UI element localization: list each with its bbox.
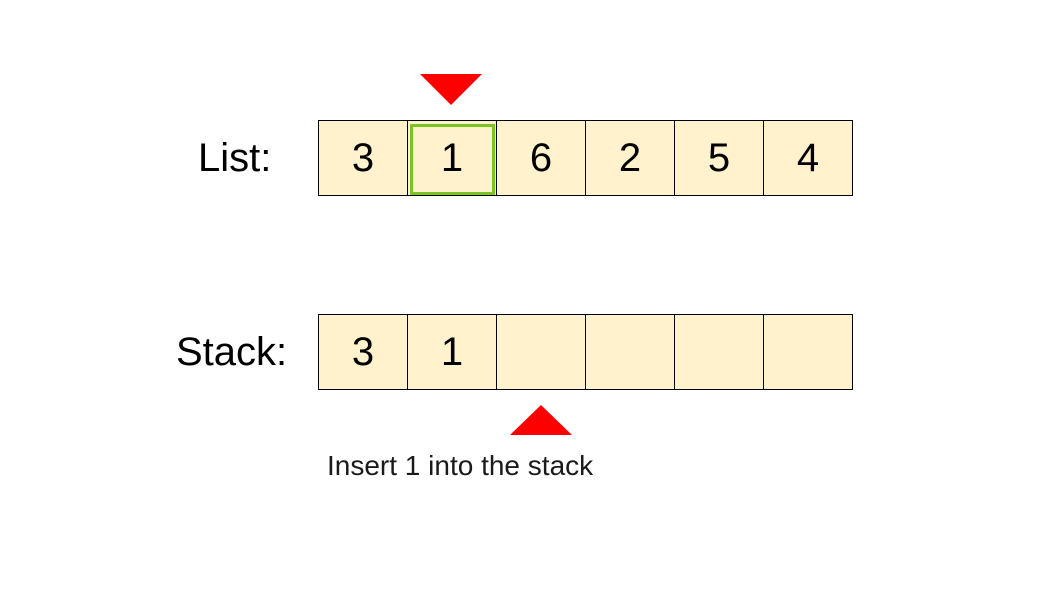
stack-cell-value: 3 [351,329,375,374]
stack-cell: 3 [319,314,408,390]
stack-cell [497,314,586,390]
list-cell-value: 4 [796,135,820,180]
stack-cell [675,314,764,390]
list-cell: 3 [319,120,408,196]
list-cell-value: 1 [440,135,464,180]
step-caption: Insert 1 into the stack [327,450,594,481]
list-cell: 4 [764,120,853,196]
stack-array: 3 1 [318,314,853,390]
list-array: 3 1 6 2 5 4 [318,120,853,196]
list-cell: 6 [497,120,586,196]
list-cell: 5 [675,120,764,196]
list-cell-value: 6 [529,135,553,180]
stack-cell [764,314,853,390]
list-cell: 2 [586,120,675,196]
stack-cell-value: 1 [440,329,464,374]
stack-cell: 1 [408,314,497,390]
list-cell-value: 5 [707,135,731,180]
stack-label: Stack: [176,330,288,374]
stack-cell [586,314,675,390]
list-cell-value: 2 [618,135,642,180]
list-label: List: [198,136,272,180]
list-cell-highlighted: 1 [408,120,497,196]
list-cell-value: 3 [351,135,375,180]
current-element-pointer-icon [420,74,482,105]
stack-top-pointer-icon [510,405,572,435]
